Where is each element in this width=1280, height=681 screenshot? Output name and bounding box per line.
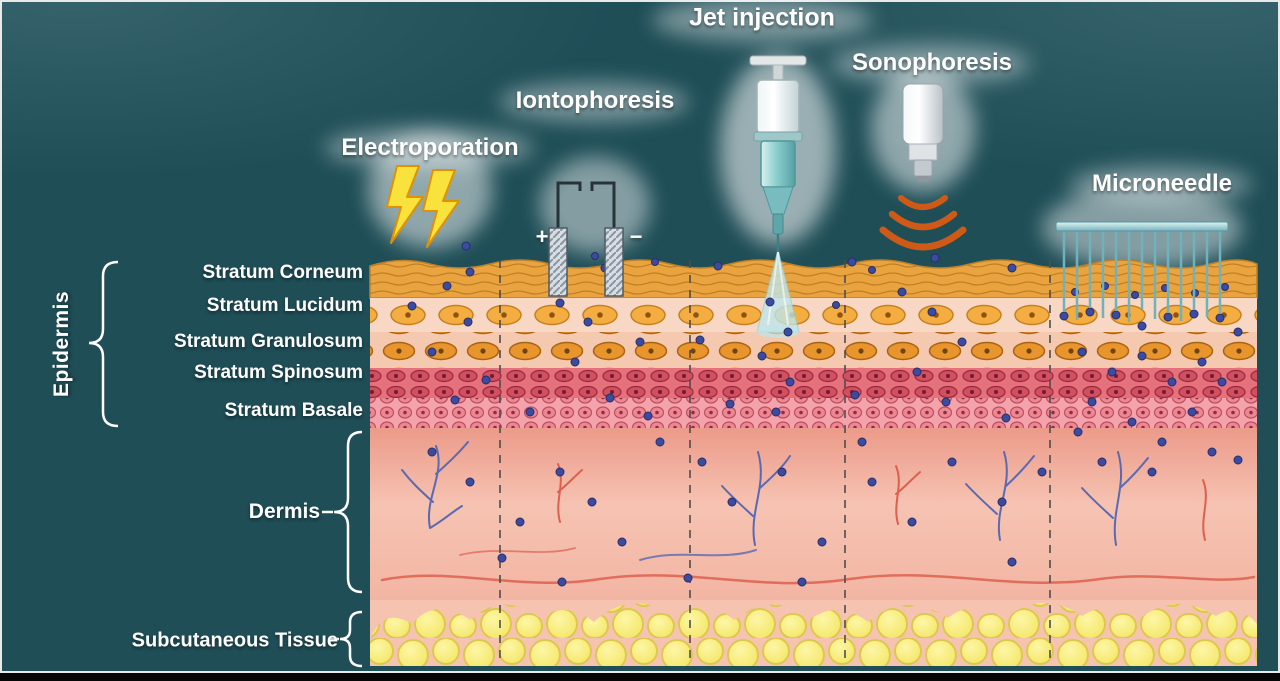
dermis-blood-vessels <box>380 441 1256 585</box>
ultrasound-probe-device <box>902 83 944 182</box>
bottom-border-bar <box>0 671 1280 681</box>
electrode-left <box>548 227 568 297</box>
skin-stratum-spinosum <box>370 368 1257 398</box>
label-brackets <box>88 260 363 668</box>
electrode-right <box>604 227 624 297</box>
label-stratum-corneum: Stratum Corneum <box>202 262 363 283</box>
skin-stratum-granulosum <box>370 332 1257 368</box>
label-electroporation: Electroporation <box>341 134 519 161</box>
skin-subcutaneous-fat <box>370 602 1257 666</box>
subcutaneous-bracket <box>339 610 363 668</box>
dermis-bracket <box>333 430 363 594</box>
jet-injector-device <box>749 55 807 252</box>
section-divider-lines <box>499 260 1051 662</box>
label-stratum-spinosum: Stratum Spinosum <box>194 362 363 383</box>
skin-dermis <box>370 428 1257 600</box>
cathode-minus-symbol: − <box>629 224 643 249</box>
label-epidermis: Epidermis <box>50 290 73 398</box>
iontophoresis-electrodes <box>548 181 624 297</box>
label-stratum-basale: Stratum Basale <box>224 400 363 421</box>
label-iontophoresis: Iontophoresis <box>515 87 675 114</box>
epidermis-bracket <box>88 260 119 428</box>
label-subcutaneous-tissue: Subcutaneous Tissue <box>131 629 338 652</box>
microneedle-array-device <box>1055 221 1229 322</box>
label-microneedle: Microneedle <box>1091 170 1233 197</box>
label-dermis: Dermis <box>248 500 320 523</box>
electrode-wire <box>556 181 616 228</box>
lightning-bolts-icon <box>386 165 460 248</box>
label-sonophoresis: Sonophoresis <box>851 49 1013 76</box>
label-stratum-granulosum: Stratum Granulosum <box>174 331 363 352</box>
label-stratum-lucidum: Stratum Lucidum <box>206 295 363 316</box>
anode-plus-symbol: + <box>535 224 549 249</box>
skin-stratum-corneum <box>369 259 1258 299</box>
skin-stratum-basale <box>370 398 1257 428</box>
label-jet-injection: Jet injection <box>689 3 835 32</box>
ultrasound-waves-icon <box>879 195 967 251</box>
drug-particle-dots <box>407 241 1243 587</box>
skin-stratum-lucidum <box>370 298 1257 332</box>
